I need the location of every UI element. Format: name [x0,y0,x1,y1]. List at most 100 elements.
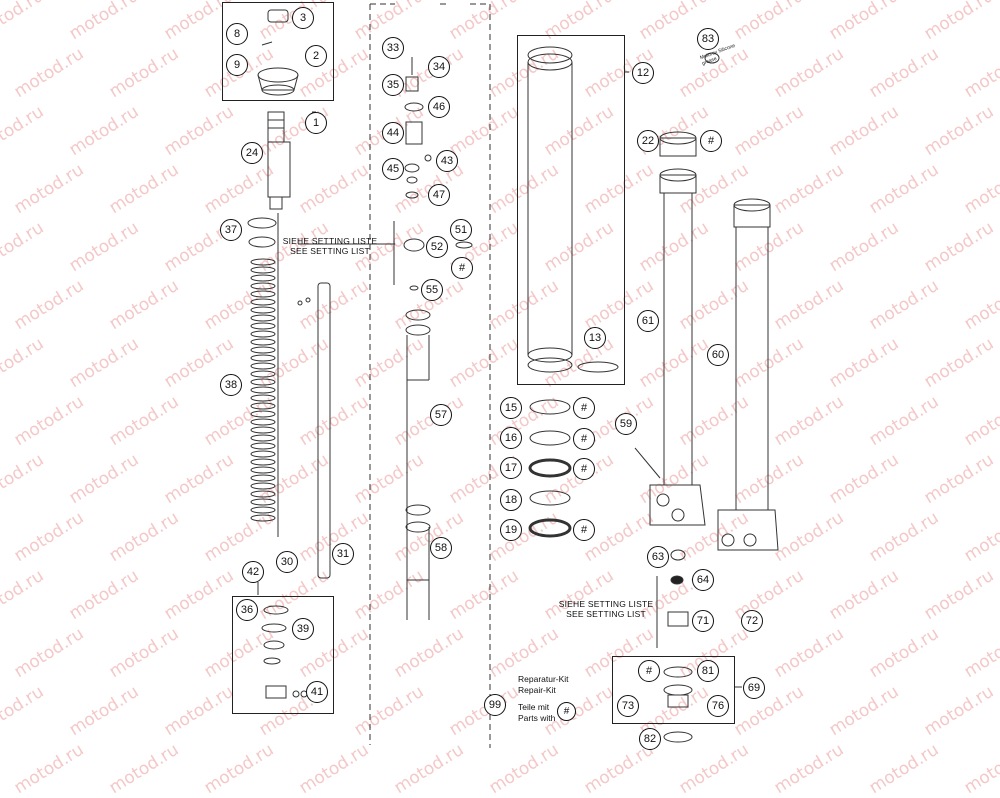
spring-coil [250,506,276,514]
spring-coil [250,426,276,434]
callout-24[interactable]: 24 [241,142,263,164]
spring-coil [250,514,276,522]
legend-hash-symbol: # [557,702,576,721]
callout-39[interactable]: 39 [292,618,314,640]
cartridge-group-outline [369,3,491,748]
callout-2[interactable]: 2 [305,45,327,67]
callout-34[interactable]: 34 [428,56,450,78]
spring-coil [250,482,276,490]
callout-16[interactable]: 16 [500,427,522,449]
callout-15[interactable]: 15 [500,397,522,419]
callout-36[interactable]: 36 [236,599,258,621]
top-cap-part [257,9,299,96]
spring-coil [250,354,276,362]
spring-coil [250,474,276,482]
callout-41[interactable]: 41 [306,681,328,703]
spring-coil [250,298,276,306]
callout-35[interactable]: 35 [382,74,404,96]
callout-8[interactable]: 8 [226,23,248,45]
callout-38[interactable]: 38 [220,374,242,396]
callout-47[interactable]: 47 [428,184,450,206]
callout-22[interactable]: 22 [637,130,659,152]
callout-45[interactable]: 45 [382,158,404,180]
callout-51[interactable]: 51 [450,219,472,241]
callout-19[interactable]: 19 [500,519,522,541]
seal-part [529,490,571,506]
spring-coil [250,338,276,346]
callout-46[interactable]: 46 [428,96,450,118]
callout-hash-6[interactable]: # [700,130,722,152]
callout-37[interactable]: 37 [220,219,242,241]
callout-81[interactable]: 81 [697,660,719,682]
seal-part [528,518,572,538]
cartridge-box [517,35,625,385]
callout-52[interactable]: 52 [426,236,448,258]
callout-71[interactable]: 71 [692,610,714,632]
callout-hash-7[interactable]: # [638,660,660,682]
callout-60[interactable]: 60 [707,344,729,366]
setting-note-left-line2: SEE SETTING LIST [290,246,370,256]
callout-1[interactable]: 1 [305,112,327,134]
callout-76[interactable]: 76 [707,695,729,717]
legend-parts-with-en: Parts with [518,713,556,723]
seal-part [529,399,571,415]
arrow-59 [634,447,661,479]
callout-72[interactable]: 72 [741,610,763,632]
seal-part [529,430,571,446]
callout-hash-5[interactable]: # [573,519,595,541]
callout-18[interactable]: 18 [500,489,522,511]
setting-note-left-line1: SIEHE SETTING LISTE [282,236,378,246]
spring-coil [250,362,276,370]
inner-tube-right-part [717,198,779,551]
callout-59[interactable]: 59 [615,413,637,435]
callout-63[interactable]: 63 [647,546,669,568]
callout-73[interactable]: 73 [617,695,639,717]
legend-repair-kit-de: Reparatur-Kit [518,674,569,684]
outer-tube-part [527,46,619,373]
callout-43[interactable]: 43 [436,150,458,172]
spring-coil [250,498,276,506]
cartridge-tube-part [405,309,431,620]
callout-30[interactable]: 30 [276,551,298,573]
spring-coil [250,410,276,418]
setting-note-right: SIEHE SETTING LISTE SEE SETTING LIST [556,599,656,619]
spring-coil [250,466,276,474]
setting-note-left: SIEHE SETTING LISTE SEE SETTING LIST [280,236,380,256]
callout-57[interactable]: 57 [430,404,452,426]
callout-31[interactable]: 31 [332,543,354,565]
callout-42[interactable]: 42 [242,561,264,583]
legend-parts-with-de: Teile mit [518,702,550,712]
callout-hash-3[interactable]: # [573,428,595,450]
repair-kit-box-69 [612,656,735,724]
callout-33[interactable]: 33 [382,37,404,59]
ring-part [247,217,277,229]
top-cap-box [222,2,334,101]
spring-coil [250,258,276,266]
callout-44[interactable]: 44 [382,122,404,144]
callout-3[interactable]: 3 [292,7,314,29]
legend: Reparatur-Kit Repair-Kit Teile mit Parts… [512,674,582,724]
spring-coil [250,434,276,442]
callout-82[interactable]: 82 [639,728,661,750]
spring-coil [250,282,276,290]
callout-hash-1[interactable]: # [451,257,473,279]
ring-part [248,236,276,248]
callout-69[interactable]: 69 [743,677,765,699]
callout-55[interactable]: 55 [421,279,443,301]
callout-17[interactable]: 17 [500,457,522,479]
callout-hash-2[interactable]: # [573,397,595,419]
callout-99[interactable]: 99 [484,694,506,716]
callout-12[interactable]: 12 [632,62,654,84]
spring-coil [250,378,276,386]
callout-13[interactable]: 13 [584,327,606,349]
spring-coil [250,346,276,354]
spring-coil [250,330,276,338]
callout-hash-4[interactable]: # [573,458,595,480]
spring-coil [250,306,276,314]
callout-83[interactable]: 83 [697,28,719,50]
callout-64[interactable]: 64 [692,569,714,591]
piston-rod-part [267,111,291,210]
callout-9[interactable]: 9 [226,54,248,76]
callout-58[interactable]: 58 [430,537,452,559]
callout-61[interactable]: 61 [637,310,659,332]
